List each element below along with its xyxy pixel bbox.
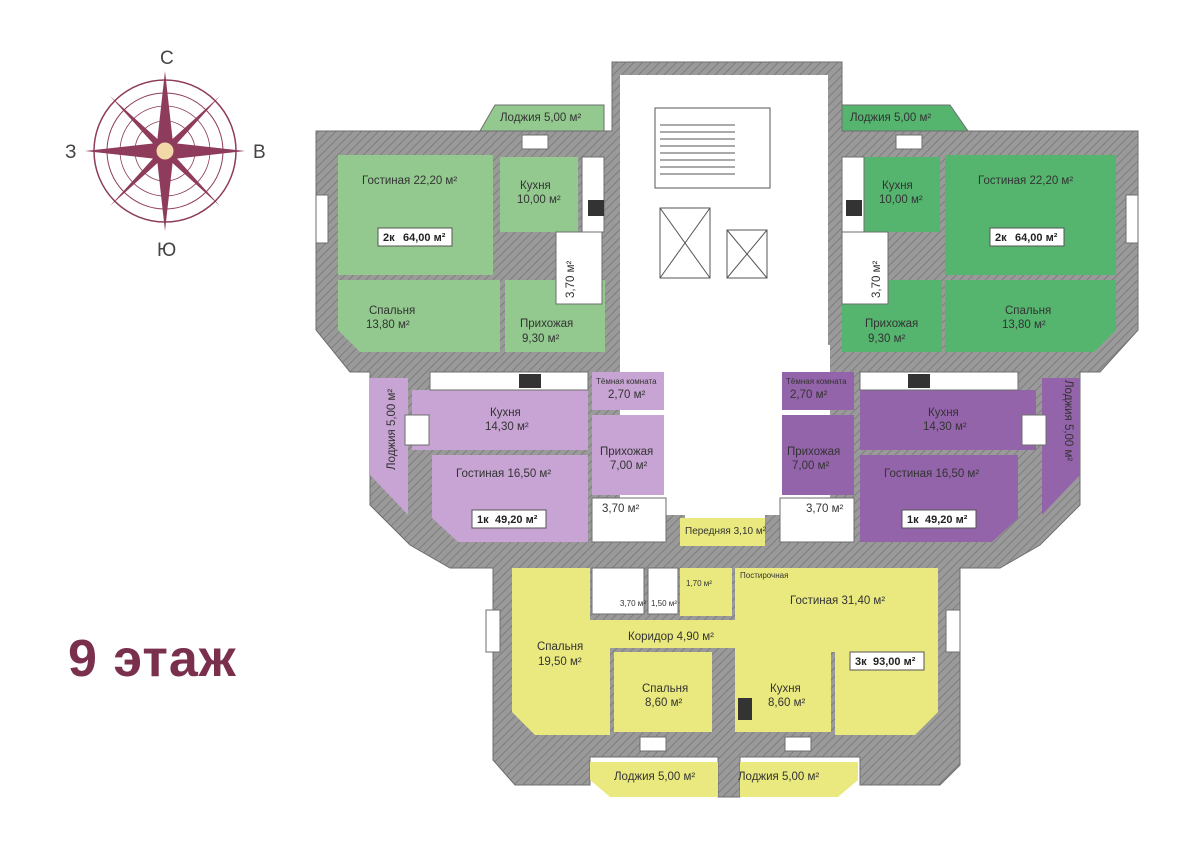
bedroom-area: 13,80 м²	[366, 319, 410, 331]
living-label: Гостиная 16,50 м²	[884, 468, 979, 480]
bath-area: 3,70 м²	[620, 599, 646, 608]
living-label: Гостиная 16,50 м²	[456, 468, 551, 480]
kitchen-area: 14,30 м²	[485, 421, 529, 433]
corridor-label: Коридор 4,90 м²	[628, 631, 714, 643]
small-bath-area: 1,70 м²	[686, 579, 712, 588]
compass-east-label: В	[253, 142, 266, 163]
dark-room-label: Тёмная комната	[786, 377, 847, 386]
loggia-label: Лоджия 5,00 м²	[1062, 380, 1074, 461]
kitchen-area: 14,30 м²	[923, 421, 967, 433]
loggia-label: Лоджия 5,00 м²	[386, 389, 398, 470]
bedroom-label: Спальня	[1005, 305, 1051, 317]
kitchen-area: 10,00 м²	[517, 194, 561, 206]
hall-label: Прихожая	[600, 446, 653, 458]
loggia-top-right-label: Лоджия 5,00 м²	[850, 112, 931, 124]
bath-area: 3,70 м²	[806, 503, 843, 515]
kitchen-label: Кухня	[490, 407, 521, 419]
apartment-badge	[377, 227, 453, 247]
bath-area: 3,70 м²	[565, 261, 577, 298]
kitchen-area: 8,60 м²	[768, 697, 805, 709]
badge-type: 2к	[383, 232, 395, 244]
compass-west-label: З	[65, 142, 76, 163]
badge-type: 2к	[995, 232, 1007, 244]
hall-area: 7,00 м²	[792, 460, 829, 472]
apartment-badge	[989, 227, 1065, 247]
kitchen-label: Кухня	[770, 683, 801, 695]
dark-room-label: Тёмная комната	[596, 377, 657, 386]
hall-label: Прихожая	[520, 318, 573, 330]
badge-area: 64,00 м²	[1015, 232, 1058, 244]
apartment-badge	[471, 509, 547, 529]
wc-area: 1,50 м²	[651, 599, 677, 608]
compass-north-label: С	[160, 48, 174, 69]
apartment-3k[interactable]	[512, 518, 938, 797]
bedroom-label: Спальня	[642, 683, 688, 695]
dark-room-area: 2,70 м²	[790, 389, 827, 401]
hall-area: 9,30 м²	[868, 333, 905, 345]
laundry-label: Постирочная	[740, 571, 788, 580]
windows	[315, 134, 1139, 752]
badge-area: 49,20 м²	[495, 514, 538, 526]
badge-area: 64,00 м²	[403, 232, 446, 244]
hall-label: Прихожая	[787, 446, 840, 458]
bedroom-area: 8,60 м²	[645, 697, 682, 709]
hall-area: 9,30 м²	[522, 333, 559, 345]
apartment-badge	[901, 509, 977, 529]
loggia-left-label: Лоджия 5,00 м²	[614, 771, 695, 783]
living-label: Гостиная 22,20 м²	[362, 175, 457, 187]
apartment-1k-right[interactable]	[779, 371, 1080, 543]
loggia-right-label: Лоджия 5,00 м²	[738, 771, 819, 783]
apartment-2k-left[interactable]	[338, 155, 605, 352]
kitchen-label: Кухня	[928, 407, 959, 419]
front-hall-label: Передняя 3,10 м²	[685, 526, 767, 537]
bath-area: 3,70 м²	[602, 503, 639, 515]
living-label: Гостиная 22,20 м²	[978, 175, 1073, 187]
bath-area: 3,70 м²	[871, 261, 883, 298]
badge-area: 93,00 м²	[873, 656, 916, 668]
apartment-1k-left[interactable]	[370, 371, 667, 543]
hall-area: 7,00 м²	[610, 460, 647, 472]
loggia-top-right	[841, 104, 969, 132]
hall-label: Прихожая	[865, 318, 918, 330]
kitchen-label: Кухня	[882, 180, 913, 192]
compass-rose	[85, 71, 245, 231]
badge-type: 1к	[477, 514, 489, 526]
badge-area: 49,20 м²	[925, 514, 968, 526]
bedroom-area: 19,50 м²	[538, 656, 582, 668]
floor-title: 9 этаж	[68, 630, 237, 688]
bedroom-label: Спальня	[537, 641, 583, 653]
badge-type: 1к	[907, 514, 919, 526]
loggia-top-left-label: Лоджия 5,00 м²	[500, 112, 581, 124]
apartment-badge	[849, 651, 925, 671]
kitchen-area: 10,00 м²	[879, 194, 923, 206]
bedroom-area: 13,80 м²	[1002, 319, 1046, 331]
loggia-top-left	[479, 104, 605, 132]
kitchen-label: Кухня	[520, 180, 551, 192]
bedroom-label: Спальня	[369, 305, 415, 317]
dark-room-area: 2,70 м²	[608, 389, 645, 401]
stove-icon	[519, 200, 930, 720]
living-label: Гостиная 31,40 м²	[790, 595, 885, 607]
compass-south-label: Ю	[157, 240, 176, 261]
badge-type: 3к	[855, 656, 867, 668]
